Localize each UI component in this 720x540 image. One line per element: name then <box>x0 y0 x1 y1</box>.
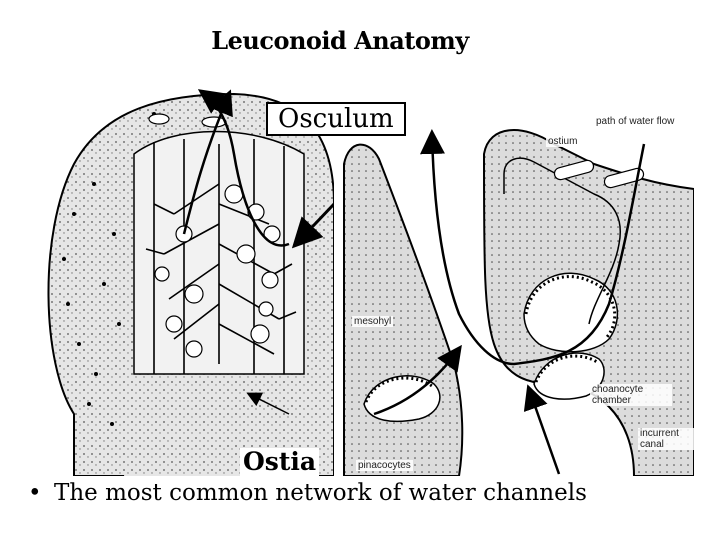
incurrent-canal-label: incurrent canal <box>638 428 696 450</box>
slide-title: Leuconoid Anatomy <box>211 26 469 55</box>
bullet-point: • The most common network of water channe… <box>28 480 708 506</box>
leuconoid-diagram: Osculum path of water flow ostium mesohy… <box>34 84 696 476</box>
pinacocytes-label: pinacocytes <box>356 460 413 471</box>
osculum-label: Osculum <box>266 102 406 136</box>
ostia-label: Ostia <box>240 448 320 476</box>
sponge-body <box>47 89 336 476</box>
sponge-illustration <box>47 84 694 476</box>
ostium-label: ostium <box>546 136 580 147</box>
path-of-water-flow-label: path of water flow <box>594 116 677 127</box>
mesohyl-label: mesohyl <box>352 316 394 327</box>
bullet-symbol: • <box>28 480 42 506</box>
bullet-text: The most common network of water channel… <box>54 480 587 506</box>
cross-section <box>334 84 694 476</box>
choanocyte-chamber-label: choanocyte chamber <box>590 384 672 406</box>
